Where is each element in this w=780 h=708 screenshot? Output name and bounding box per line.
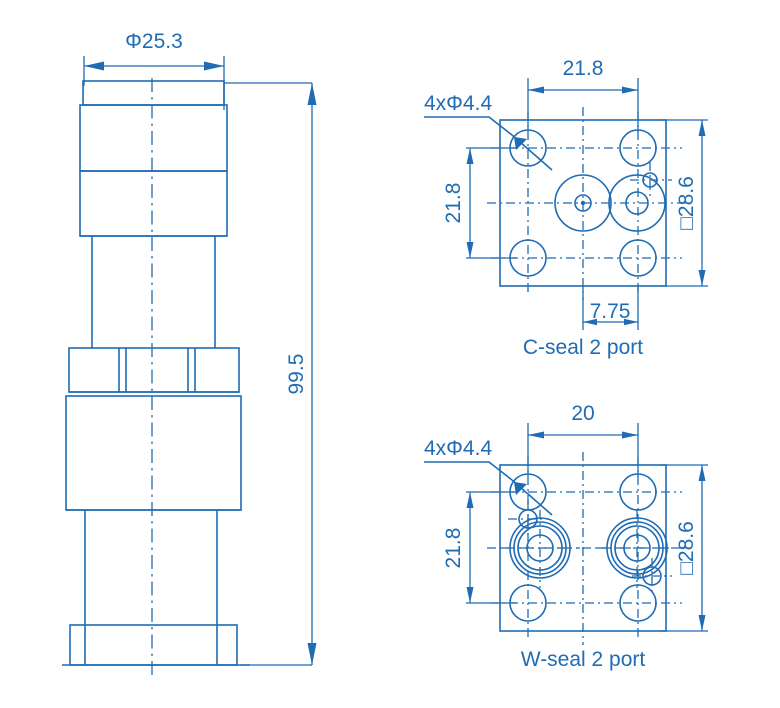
- c-seal-2-port-view: 21.8 21.8 □28.6: [424, 57, 708, 359]
- c-seal-label-plate: □28.6: [675, 176, 698, 230]
- w-seal-label-y: 21.8: [442, 528, 465, 569]
- w-seal-port-right: [597, 510, 677, 588]
- w-seal-hole-callout: 4xΦ4.4: [424, 437, 553, 516]
- w-seal-dimension-plate: □28.6: [660, 464, 708, 632]
- w-seal-caption: W-seal 2 port: [521, 648, 646, 671]
- dimension-height-99-5: 99.5: [224, 82, 317, 666]
- w-seal-pin-hole-left: [508, 501, 548, 537]
- w-seal-label-x: 20: [571, 402, 594, 425]
- dimension-label-diameter: Φ25.3: [125, 30, 183, 53]
- c-seal-dimension-offset: 7.75: [582, 286, 639, 330]
- w-seal-label-plate: □28.6: [675, 521, 698, 575]
- elevation-hex-nut: [68, 347, 240, 393]
- elevation-shank: [80, 235, 227, 348]
- dimension-label-height: 99.5: [285, 354, 308, 395]
- c-seal-label-callout: 4xΦ4.4: [424, 92, 492, 115]
- elevation-bottom-flange: [62, 624, 250, 666]
- w-seal-port-left: [500, 510, 580, 588]
- c-seal-caption: C-seal 2 port: [523, 336, 643, 359]
- c-seal-label-offset: 7.75: [590, 300, 631, 323]
- elevation-top-collar: [82, 80, 225, 106]
- elevation-second-body: [79, 170, 228, 237]
- dimension-diameter-25-3: Φ25.3: [83, 30, 225, 110]
- w-seal-pin-hole-right: [632, 558, 672, 594]
- c-seal-port-left: [554, 174, 612, 232]
- front-elevation-view: Φ25.3 99.5: [62, 30, 317, 678]
- elevation-lower-shank: [66, 509, 241, 625]
- c-seal-dimension-plate: □28.6: [660, 119, 708, 287]
- c-seal-hole-callout: 4xΦ4.4: [424, 92, 553, 171]
- elevation-upper-body: [79, 104, 228, 172]
- c-seal-dimension-y: 21.8: [442, 147, 516, 259]
- c-seal-dimension-x: 21.8: [527, 57, 639, 132]
- c-seal-bolt-center-lines: [490, 112, 682, 296]
- w-seal-bolt-center-lines: [490, 457, 682, 641]
- w-seal-dimension-x: 20: [527, 402, 639, 477]
- w-seal-2-port-view: 20 21.8 □28.6: [424, 402, 708, 671]
- elevation-lower-body: [65, 395, 242, 511]
- w-seal-dimension-y: 21.8: [442, 491, 516, 604]
- c-seal-center-lines: [487, 107, 690, 300]
- w-seal-label-callout: 4xΦ4.4: [424, 437, 492, 460]
- c-seal-port-right: [608, 174, 666, 232]
- c-seal-label-x: 21.8: [563, 57, 604, 80]
- c-seal-pin-hole: [630, 162, 672, 200]
- c-seal-label-y: 21.8: [442, 183, 465, 224]
